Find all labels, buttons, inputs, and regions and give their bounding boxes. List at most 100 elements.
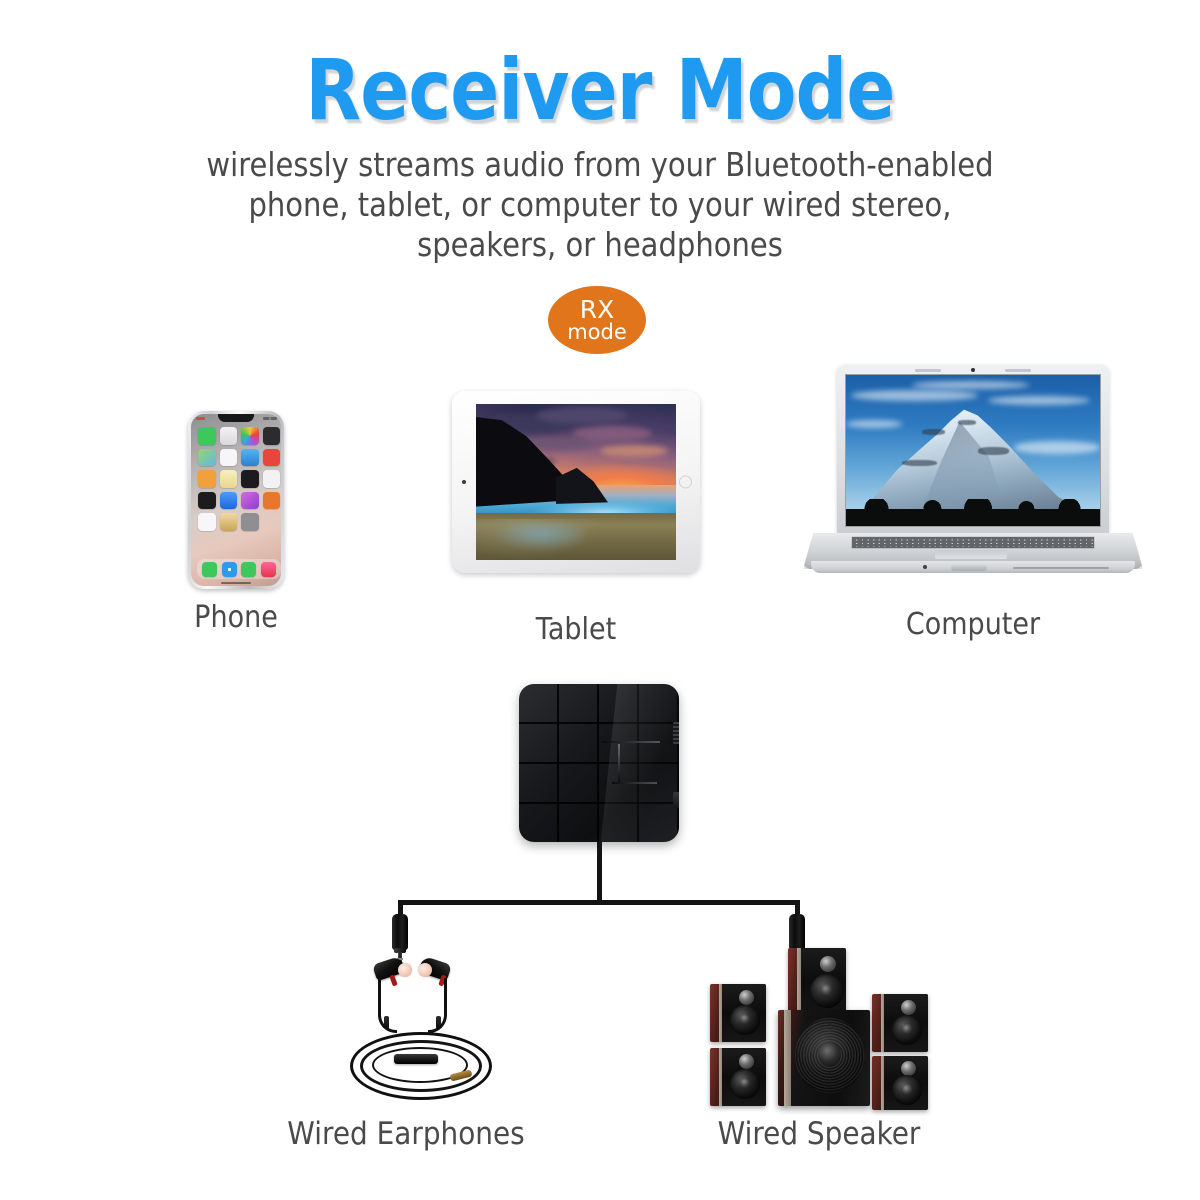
- source-label-phone: Phone: [194, 600, 278, 635]
- app-icon: [241, 491, 259, 509]
- subwoofer: [778, 1010, 870, 1106]
- tablet-screen-wallpaper: [476, 404, 676, 560]
- app-icon: [219, 513, 237, 531]
- dock-phone-icon: [201, 561, 217, 577]
- tablet-home-button: [679, 475, 692, 489]
- phone-home-indicator: [221, 581, 251, 584]
- jack-ring: [397, 958, 403, 960]
- laptop-speaker-left: [915, 369, 941, 372]
- rx-badge-line1: RX: [579, 294, 615, 324]
- woofer: [730, 1068, 761, 1099]
- app-icon: [219, 470, 237, 488]
- app-icon: [241, 427, 259, 445]
- status-battery-icon: [263, 416, 277, 420]
- bluetooth-receiver-adapter: [519, 684, 679, 842]
- app-icon: [198, 427, 216, 445]
- laptop-trackpad: [935, 550, 1007, 559]
- phone-app-grid: [198, 427, 280, 531]
- earphone-cable-coil: [350, 1032, 492, 1100]
- laptop-ir-port: [923, 565, 927, 569]
- phone-status-bar: [191, 415, 281, 422]
- woofer: [892, 1075, 923, 1106]
- subwoofer-driver: [794, 1017, 865, 1093]
- rx-badge-line2: mode: [567, 319, 627, 344]
- speaker-rear-right: [872, 1056, 928, 1110]
- tweeter: [901, 1061, 917, 1077]
- status-time: [196, 416, 205, 420]
- app-icon: [219, 448, 237, 466]
- rx-mode-badge: RX mode: [548, 286, 646, 354]
- source-label-tablet: Tablet: [535, 612, 617, 647]
- earphone-cable-coil: [360, 1040, 482, 1092]
- speaker-system-icon: [700, 948, 938, 1110]
- jack-barrel: [392, 914, 408, 950]
- app-icon: [262, 448, 280, 466]
- earphones-icon: [332, 940, 510, 1100]
- dock-music-icon: [261, 561, 277, 577]
- tweeter: [739, 989, 755, 1005]
- laptop-lid: [837, 365, 1109, 537]
- speaker-front-left: [710, 984, 766, 1042]
- tablet-icon: [452, 391, 700, 573]
- tablet-front-camera: [462, 480, 466, 484]
- app-icon: [198, 513, 216, 531]
- output-label-earphones: Wired Earphones: [287, 1116, 525, 1152]
- app-icon: [241, 448, 259, 466]
- smartphone-icon: [188, 411, 284, 589]
- woofer: [892, 1014, 923, 1045]
- jack-barrel: [789, 914, 805, 950]
- eartip-right: [418, 963, 432, 977]
- laptop-keyboard: [851, 536, 1095, 549]
- speaker-rear-left: [710, 1048, 766, 1106]
- jack-collar: [394, 948, 406, 953]
- page-title: Receiver Mode: [305, 41, 895, 139]
- laptop-webcam: [971, 368, 975, 372]
- wallpaper-reflection: [492, 522, 584, 551]
- dock-messages-icon: [241, 561, 257, 577]
- speaker-front-right: [872, 994, 928, 1052]
- laptop-screen-wallpaper: [845, 374, 1101, 527]
- phone-screen: [191, 414, 281, 586]
- adapter-power-button[interactable]: [673, 792, 679, 808]
- earphone-cinch-right: [436, 1016, 441, 1029]
- laptop-latch: [951, 565, 987, 571]
- app-icon: [241, 513, 259, 531]
- page-subtitle: wirelessly streams audio from your Bluet…: [206, 145, 994, 264]
- dock-safari-icon: [221, 561, 237, 577]
- laptop-disc-slot: [1013, 567, 1109, 569]
- phone-notch: [218, 414, 254, 422]
- app-icon: [262, 470, 280, 488]
- laptop-icon: [803, 365, 1143, 585]
- adapter-grid-pattern: [519, 684, 679, 842]
- earphone-cable-coil: [372, 1047, 468, 1083]
- adapter-seam-top: [602, 740, 660, 743]
- app-icon: [219, 491, 237, 509]
- eartip-left: [398, 963, 412, 977]
- app-icon: [262, 427, 280, 445]
- cable-horizontal-split: [398, 900, 800, 905]
- cable-branch-left: [398, 900, 403, 918]
- adapter-seam-vertical: [618, 744, 621, 782]
- laptop-speaker-right: [1005, 369, 1031, 372]
- adapter-mode-button[interactable]: [673, 722, 679, 744]
- cable-branch-right: [795, 900, 800, 918]
- output-label-speaker: Wired Speaker: [717, 1116, 921, 1152]
- speaker-center: [788, 948, 846, 1016]
- tweeter: [739, 1053, 755, 1069]
- app-icon: [198, 470, 216, 488]
- app-icon: [241, 470, 259, 488]
- source-label-computer: Computer: [905, 607, 1041, 642]
- cable-trunk: [597, 842, 602, 904]
- app-icon: [198, 448, 216, 466]
- wallpaper-treeline: [846, 499, 1100, 526]
- app-icon: [219, 427, 237, 445]
- earphone-inline-remote[interactable]: [394, 1054, 438, 1064]
- woofer: [810, 973, 845, 1008]
- adapter-seam-bottom: [611, 781, 657, 784]
- woofer: [730, 1004, 761, 1035]
- app-icon: [198, 491, 216, 509]
- earphone-cinch-left: [384, 1016, 389, 1029]
- app-icon: [262, 491, 280, 509]
- phone-dock: [197, 559, 281, 579]
